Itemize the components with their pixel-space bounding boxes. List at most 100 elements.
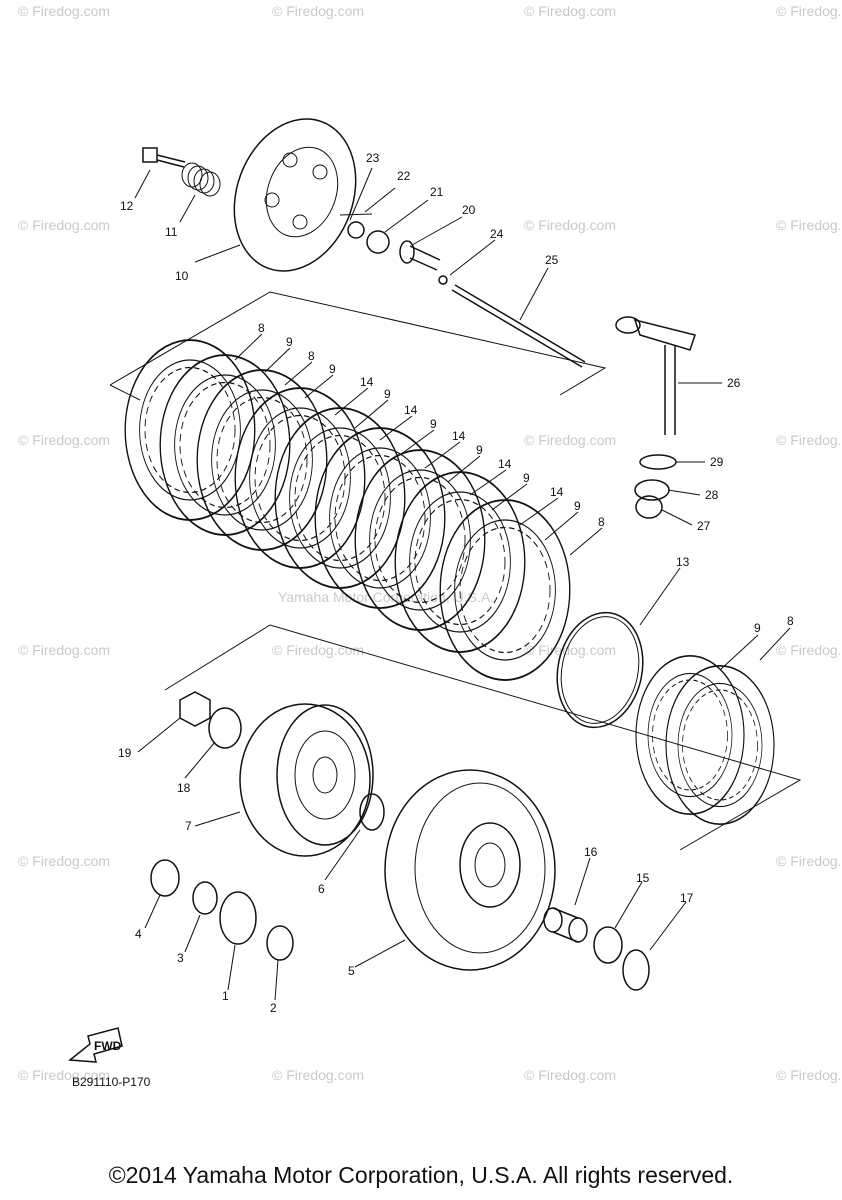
callout-13: 13	[676, 555, 690, 569]
watermark-text: © Firedog.com	[524, 1067, 616, 1083]
plate-group-outline-left	[109, 384, 141, 401]
spring-bolt	[142, 147, 186, 168]
washer-23	[347, 221, 365, 239]
callout-9: 9	[286, 335, 293, 349]
callout-9: 9	[430, 417, 437, 431]
fwd-arrow-icon: FWD	[68, 1027, 123, 1063]
watermark-text: © Firedog.com	[18, 217, 110, 233]
spacer-2	[266, 925, 294, 961]
watermark-text: © Firedog.com	[524, 432, 616, 448]
callout-9: 9	[384, 387, 391, 401]
callout-16: 16	[584, 845, 598, 859]
clutch-spring	[181, 162, 221, 197]
watermark-text: © Firedog.com	[272, 642, 364, 658]
watermark-text: © Firedog.com	[776, 642, 842, 658]
watermark-text: © Firedog.com	[18, 432, 110, 448]
callout-29: 29	[710, 455, 724, 469]
callout-27: 27	[697, 519, 711, 533]
callout-14: 14	[404, 403, 418, 417]
callout-20: 20	[462, 203, 476, 217]
watermark-text: © Firedog.com	[776, 853, 842, 869]
callout-24: 24	[490, 227, 504, 241]
watermark-text: © Firedog.com	[18, 3, 110, 19]
callout-2: 2	[270, 1001, 277, 1015]
clutch-boss-5	[384, 769, 556, 971]
lock-washer-18	[208, 707, 242, 749]
callout-9: 9	[523, 471, 530, 485]
watermark-text: © Firedog.com	[776, 432, 842, 448]
callout-25: 25	[545, 253, 559, 267]
callout-9: 9	[754, 621, 761, 635]
callout-12: 12	[120, 199, 134, 213]
callout-1: 1	[222, 989, 229, 1003]
thrust-washer-17	[622, 949, 650, 991]
callout-14: 14	[452, 429, 466, 443]
washer-3	[192, 881, 218, 915]
watermark-text: © Firedog.com	[776, 3, 842, 19]
callout-14: 14	[498, 457, 512, 471]
callouts: 12 11 10 23 22 21 20 24 25 26 29 28 27 1…	[118, 151, 794, 1015]
callout-28: 28	[705, 488, 719, 502]
leader-lines	[134, 167, 791, 1001]
callout-4: 4	[135, 927, 142, 941]
watermark-text: © Firedog.com	[18, 1067, 110, 1083]
watermark-text: © Firedog.com	[776, 1067, 842, 1083]
push-rod-20	[399, 240, 441, 271]
callout-3: 3	[177, 951, 184, 965]
callout-10: 10	[175, 269, 189, 283]
watermark-text: © Firedog.com	[524, 3, 616, 19]
callout-8: 8	[308, 349, 315, 363]
fwd-label: FWD	[94, 1039, 122, 1053]
thrust-washer-6	[359, 793, 385, 831]
watermark-text: © Firedog.com	[18, 853, 110, 869]
nut-19	[179, 691, 211, 727]
callout-26: 26	[727, 376, 741, 390]
bearing-21	[366, 230, 390, 254]
hub-group-outline	[164, 624, 802, 851]
collar-4	[150, 859, 180, 897]
callout-7: 7	[185, 819, 192, 833]
ball-24	[438, 275, 448, 285]
callout-6: 6	[318, 882, 325, 896]
copyright-notice: ©2014 Yamaha Motor Corporation, U.S.A. A…	[108, 1162, 734, 1188]
callout-9: 9	[574, 499, 581, 513]
callout-15: 15	[636, 871, 650, 885]
callout-9: 9	[329, 362, 336, 376]
watermark-text: © Firedog.com	[18, 642, 110, 658]
callout-21: 21	[430, 185, 444, 199]
watermark-text: © Firedog.com	[272, 3, 364, 19]
needle-bearing-15	[593, 926, 623, 964]
diagram-code: B291110-P170	[72, 1075, 151, 1089]
watermark-text: © Firedog.com	[524, 642, 616, 658]
callout-22: 22	[397, 169, 411, 183]
callout-23: 23	[366, 151, 380, 165]
bearing-27	[635, 495, 663, 519]
callout-11: 11	[165, 225, 178, 239]
watermark-grid: © Firedog.com © Firedog.com © Firedog.co…	[18, 3, 842, 1083]
circlip-29	[639, 454, 677, 470]
callout-18: 18	[177, 781, 191, 795]
o-ring-13	[556, 611, 644, 729]
callout-8: 8	[258, 321, 265, 335]
callout-5: 5	[348, 964, 355, 978]
callout-17: 17	[680, 891, 694, 905]
bushing-16	[543, 907, 588, 943]
circlip-22	[339, 213, 373, 216]
push-rod-25	[451, 284, 586, 368]
push-lever-26	[615, 316, 696, 435]
watermark-text: © Firedog.com	[524, 217, 616, 233]
callout-8: 8	[787, 614, 794, 628]
pressure-plate	[233, 118, 357, 272]
callout-19: 19	[118, 746, 132, 760]
watermark-text: © Firedog.com	[272, 1067, 364, 1083]
callout-9: 9	[476, 443, 483, 457]
o-ring-13-inner	[560, 616, 640, 724]
primary-driven-gear-7	[239, 703, 374, 857]
callout-14: 14	[360, 375, 374, 389]
callout-14: 14	[550, 485, 564, 499]
callout-8: 8	[598, 515, 605, 529]
gear-1	[219, 891, 257, 945]
clutch-plate-stack	[124, 339, 571, 681]
watermark-text: © Firedog.com	[776, 217, 842, 233]
